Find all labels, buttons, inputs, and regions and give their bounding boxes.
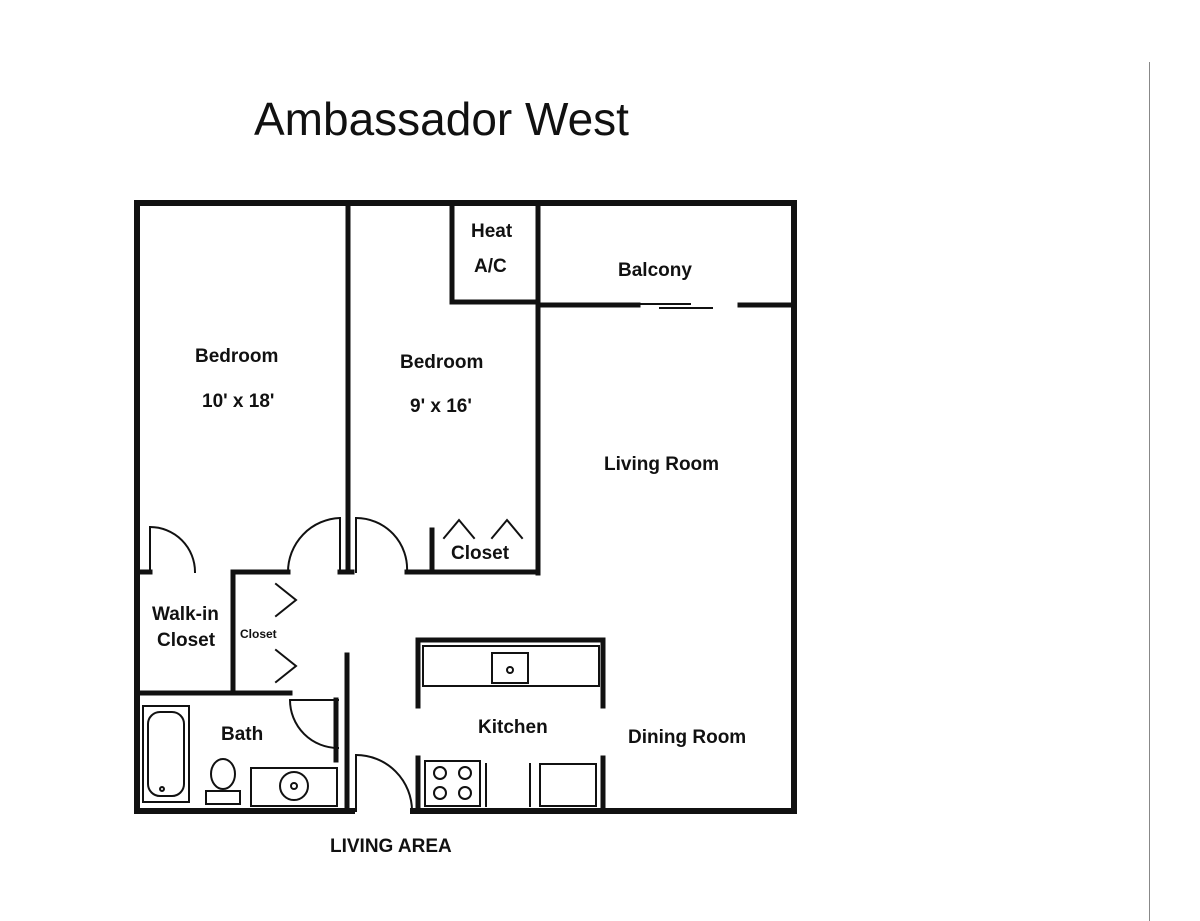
balcony-label: Balcony: [618, 260, 692, 281]
fixtures: [142, 645, 600, 807]
bedroom1-name: Bedroom: [195, 346, 279, 367]
ac-label: A/C: [474, 256, 507, 277]
tub-drain: [159, 786, 165, 792]
bath-label: Bath: [221, 724, 264, 745]
bedroom2-size: 9' x 16': [410, 396, 472, 417]
heat-label: Heat: [471, 221, 513, 242]
stove-burner: [458, 766, 472, 780]
vanity-drain: [290, 782, 298, 790]
kitchen-sink-drain: [506, 666, 514, 674]
bath-door-swing: [288, 698, 340, 750]
plan-footer: LIVING AREA: [330, 836, 452, 857]
stove-burner: [433, 786, 447, 800]
bedroom1-size: 10' x 18': [202, 391, 275, 412]
bifold-closet-right: [490, 518, 524, 540]
bifold-closet-left: [442, 518, 476, 540]
stove-burner: [433, 766, 447, 780]
entry-door-swing: [354, 753, 414, 813]
stove-burner: [458, 786, 472, 800]
bedroom2-door-swing: [354, 516, 409, 574]
plan-title: Ambassador West: [254, 93, 629, 145]
doors: [148, 516, 414, 813]
bathtub-basin: [147, 711, 185, 797]
living-room-label: Living Room: [604, 454, 720, 475]
hall-closet-label: Closet: [240, 627, 277, 641]
vanity-counter: [250, 767, 338, 807]
walkin-closet-label-2: Closet: [157, 630, 216, 651]
bedroom2-name: Bedroom: [400, 352, 484, 373]
kitchen-sink: [491, 652, 529, 684]
kitchen-counter: [422, 645, 600, 687]
exterior-walls: [134, 200, 797, 814]
bedroom2-closet-label: Closet: [451, 543, 510, 564]
toilet-bowl: [210, 758, 236, 790]
refrigerator: [539, 763, 597, 807]
bifold-hall-lower: [274, 648, 298, 684]
walkin-closet-label-1: Walk-in: [152, 604, 219, 625]
bifold-doors: [274, 518, 524, 684]
bifold-hall-upper: [274, 582, 298, 618]
kitchen-label: Kitchen: [478, 717, 548, 738]
vanity-sink: [279, 771, 309, 801]
bedroom1-door-swing: [286, 516, 342, 574]
page-edge-line: [1149, 62, 1150, 921]
bathtub: [142, 705, 190, 803]
balcony-sliding-door: [637, 303, 713, 309]
stove: [424, 760, 481, 807]
interior-walls: [138, 205, 793, 814]
toilet-tank: [205, 790, 241, 805]
dining-room-label: Dining Room: [628, 727, 747, 748]
walkin-door-swing: [148, 525, 197, 574]
